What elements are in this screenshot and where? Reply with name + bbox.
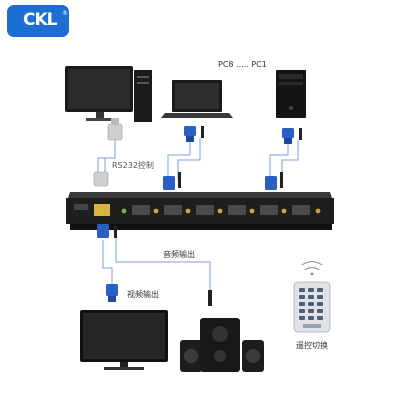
vga-connector-monitor <box>106 284 118 302</box>
laptop-computer <box>161 80 233 118</box>
tower-audio-line <box>281 140 299 180</box>
vga-plug-switch-left <box>163 172 181 190</box>
video-out-line <box>102 240 113 285</box>
brand-logo: CKL ® <box>7 5 69 37</box>
speaker-system <box>180 318 264 372</box>
remote-label: 遥控切换 <box>296 341 328 350</box>
audio-out-line <box>115 238 211 292</box>
desktop-computer <box>65 66 152 122</box>
brand-logo-text: CKL <box>23 10 57 30</box>
desktop-monitor-neck <box>96 112 104 118</box>
laptop-cable-line <box>167 138 191 180</box>
laptop-audio-line <box>177 138 201 180</box>
vga-connector-tower <box>282 128 302 144</box>
kvm-switch <box>66 192 334 230</box>
rs232-label: RS232控制 <box>112 161 154 170</box>
remote-control <box>293 261 331 333</box>
vga-connector-output <box>97 224 117 238</box>
rs232-branch-line <box>104 157 115 172</box>
remote-buttons <box>299 288 323 320</box>
pc-range-label: PC8 ..... PC1 <box>218 60 267 69</box>
kvm-switch-top <box>68 192 332 198</box>
subwoofer <box>200 318 240 372</box>
video-out-label: 视频输出 <box>127 290 159 299</box>
kvm-console-port <box>94 204 110 216</box>
wireless-signal-icon <box>301 261 323 266</box>
cable-lines <box>97 138 299 292</box>
tower-pc <box>276 70 306 118</box>
output-monitor <box>80 310 168 370</box>
desktop-monitor-panel <box>68 69 130 109</box>
vga-connector-laptop <box>184 126 204 142</box>
rs232-connector-top <box>107 118 123 141</box>
laptop-base <box>161 113 233 118</box>
vga-plug-switch-right <box>265 172 283 190</box>
brand-reg-mark: ® <box>62 10 68 17</box>
desktop-monitor-base <box>86 118 114 121</box>
audio-jack <box>208 290 212 306</box>
audio-out-label: 音频输出 <box>163 250 195 259</box>
rs232-connector-switch <box>93 171 109 187</box>
tower-cable-line <box>269 140 289 180</box>
